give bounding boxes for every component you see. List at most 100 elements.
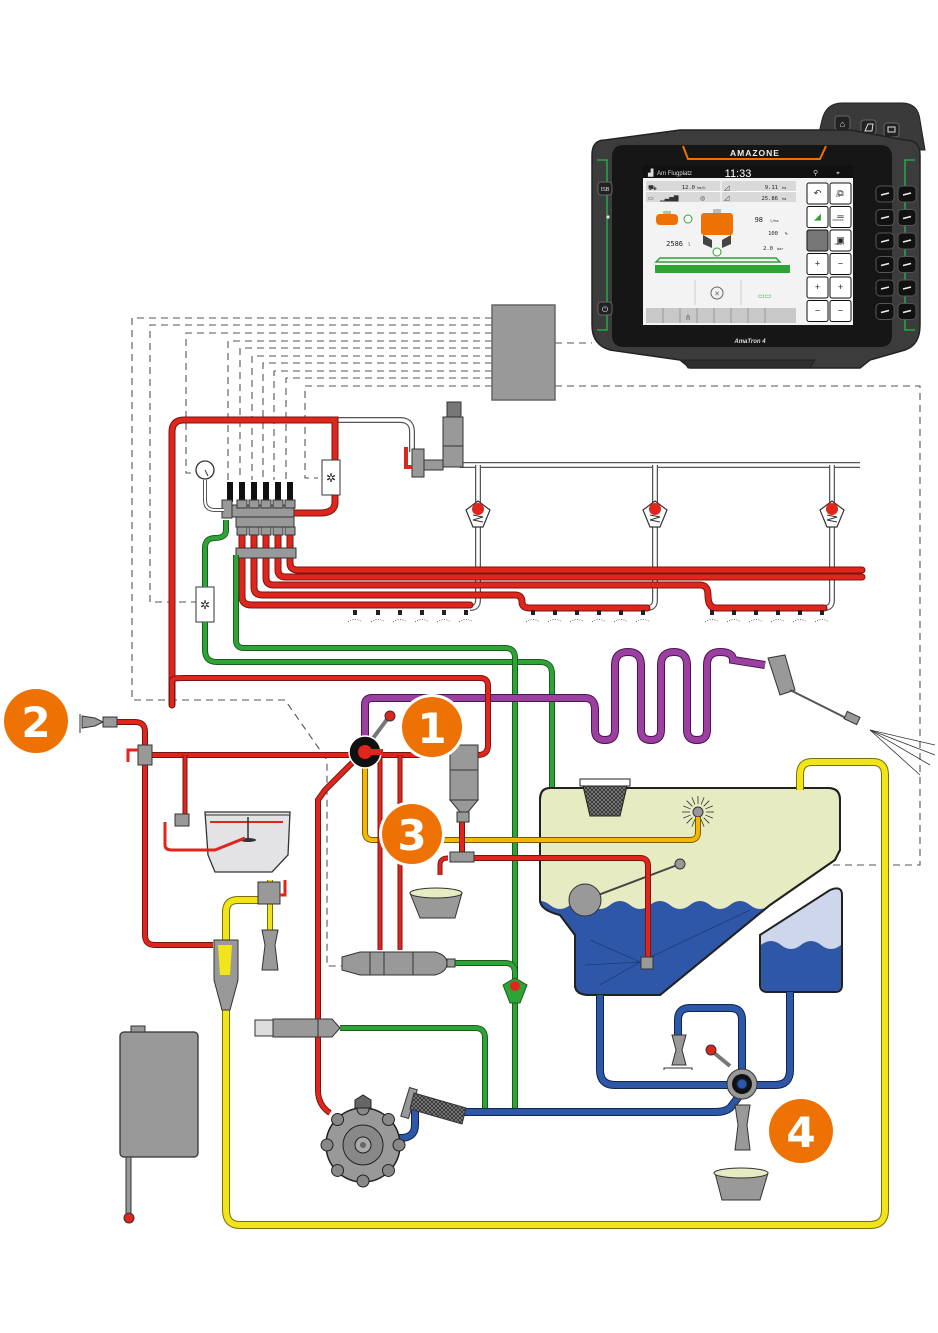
isb-label: ISB bbox=[601, 187, 610, 193]
area-partial-value: 9.11 bbox=[765, 185, 778, 191]
external-fill-connector bbox=[79, 714, 118, 733]
nozzles bbox=[347, 610, 830, 623]
flow-meter-return: ✲ bbox=[195, 586, 215, 623]
rate-control-softkey[interactable]: ◢ bbox=[806, 206, 829, 228]
boom-right-on-softkey[interactable]: + bbox=[829, 276, 852, 299]
tank-volume-value: 2586 bbox=[666, 240, 683, 248]
job-computer-box bbox=[491, 304, 556, 401]
field-name: Am Flugplatz bbox=[657, 171, 692, 177]
hardware-key[interactable] bbox=[897, 209, 917, 226]
spray-nozzle bbox=[814, 610, 830, 623]
signal-strength-icon: ▁▃▅▇ bbox=[659, 195, 679, 202]
rate-percent-unit: % bbox=[785, 231, 788, 236]
spray-nozzle bbox=[569, 610, 585, 623]
menu-button[interactable] bbox=[883, 122, 900, 138]
injector-venturi bbox=[213, 939, 239, 1011]
softkey-icon: ◢ bbox=[814, 212, 821, 222]
boom-icon: ▭ bbox=[648, 196, 654, 202]
section-valve bbox=[260, 482, 272, 536]
section-valve-manifold bbox=[221, 482, 297, 559]
pump-speed-icon: ◎ bbox=[700, 196, 705, 202]
pressure-gauge bbox=[195, 460, 224, 512]
diaphragm-pump bbox=[320, 1094, 406, 1188]
section-onoff-softkey[interactable]: ═ bbox=[829, 206, 852, 228]
isb-button[interactable] bbox=[597, 181, 613, 196]
rinse-lines bbox=[222, 758, 889, 1229]
circulation-valve bbox=[819, 500, 845, 528]
section-valve bbox=[284, 482, 296, 536]
hardware-key[interactable] bbox=[875, 209, 895, 226]
hardware-key[interactable] bbox=[897, 185, 917, 203]
spray-nozzle bbox=[525, 610, 541, 623]
spray-gun bbox=[767, 654, 936, 776]
model-name: AmaTron 4 bbox=[733, 339, 766, 345]
rate-minus-softkey[interactable]: − bbox=[829, 253, 852, 275]
hardware-key[interactable] bbox=[875, 232, 895, 250]
tractor-icon: ⛟ bbox=[648, 185, 657, 192]
callout-number: 4 bbox=[786, 1108, 815, 1157]
hardware-key[interactable] bbox=[897, 303, 917, 320]
gps-icon: ⚲ bbox=[813, 169, 818, 177]
callout-badge-2[interactable]: 2 bbox=[4, 689, 68, 753]
section-valve bbox=[272, 482, 284, 536]
menu-icon bbox=[887, 126, 896, 133]
spray-nozzle bbox=[370, 610, 386, 623]
hardware-key[interactable] bbox=[897, 279, 917, 297]
callout-badge-4[interactable]: 4 bbox=[769, 1099, 833, 1163]
svg-text:✲: ✲ bbox=[326, 471, 336, 485]
fresh-water-tank bbox=[119, 1025, 199, 1224]
spray-nozzle bbox=[392, 610, 408, 623]
hardware-key[interactable] bbox=[875, 279, 895, 297]
hopper-valve bbox=[257, 880, 287, 971]
power-icon: ⏻ bbox=[602, 305, 609, 314]
callout-badge-1[interactable]: 1 bbox=[399, 694, 465, 760]
softkey-icon: − bbox=[838, 259, 843, 269]
boom-right-off-softkey[interactable]: − bbox=[829, 300, 852, 322]
suction-lines bbox=[395, 992, 794, 1142]
fill-tee bbox=[126, 744, 153, 766]
rate-plus-softkey[interactable]: + bbox=[806, 253, 829, 275]
tank-filler-lid bbox=[579, 778, 631, 817]
hardware-key[interactable] bbox=[875, 256, 895, 273]
svg-text:✲: ✲ bbox=[200, 598, 210, 612]
area-total-value: 25.86 bbox=[761, 196, 778, 202]
hardware-key[interactable] bbox=[897, 256, 917, 273]
field-icon bbox=[864, 123, 874, 132]
boom-left-off-softkey[interactable]: − bbox=[806, 300, 829, 322]
spray-nozzle bbox=[613, 610, 629, 623]
softkey-icon: ═ bbox=[836, 212, 844, 222]
circulation-valve bbox=[465, 500, 491, 528]
application-rate-unit: l/ha bbox=[770, 219, 778, 223]
rate-100-softkey[interactable]: ▣ bbox=[829, 229, 852, 252]
rate-percent-value: 100 bbox=[768, 231, 778, 237]
callout-number: 2 bbox=[21, 698, 50, 747]
boom-left-on-softkey[interactable]: + bbox=[806, 276, 829, 299]
sprayer-graphic bbox=[654, 209, 790, 273]
power-button[interactable] bbox=[597, 301, 613, 316]
callout-badge-3[interactable]: 3 bbox=[379, 801, 445, 867]
status-led bbox=[606, 215, 610, 219]
svg-text:✕: ✕ bbox=[714, 291, 720, 298]
spray-nozzle bbox=[347, 610, 363, 623]
suction-selector-valve bbox=[663, 1034, 758, 1151]
spray-nozzle bbox=[458, 610, 474, 623]
page-switch-softkey[interactable]: ⧉ bbox=[829, 182, 852, 205]
function-bar bbox=[646, 308, 796, 323]
pressure-selector-valve bbox=[348, 710, 396, 769]
hardware-key[interactable] bbox=[897, 232, 917, 250]
spray-nozzle bbox=[436, 610, 452, 623]
softkey-icon: + bbox=[838, 282, 843, 292]
pressure-lines-top bbox=[168, 416, 866, 709]
induction-hopper bbox=[163, 811, 291, 873]
hardware-key[interactable] bbox=[875, 185, 895, 203]
clock: 11:33 bbox=[725, 168, 752, 180]
hardware-key[interactable] bbox=[875, 303, 895, 320]
softkey-icon: ↶ bbox=[814, 188, 822, 198]
softkey-icon: ▣ bbox=[836, 235, 845, 245]
softkey-icon: − bbox=[815, 306, 820, 316]
brand-logo: AMAZONE bbox=[730, 148, 780, 158]
softkey-icon: ⧉ bbox=[837, 188, 844, 198]
speed-value: 12.0 bbox=[682, 185, 695, 191]
back-softkey[interactable]: ↶ bbox=[806, 182, 829, 205]
empty-softkey[interactable] bbox=[806, 229, 829, 252]
